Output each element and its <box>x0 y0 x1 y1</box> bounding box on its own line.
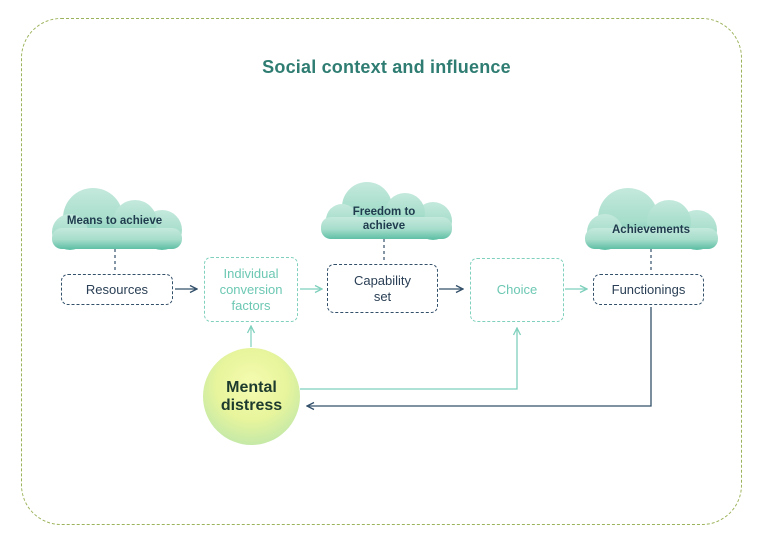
node-functionings: Functionings <box>593 274 704 305</box>
node-choice: Choice <box>470 258 564 322</box>
social-context-frame <box>21 18 742 525</box>
node-mental-distress: Mental distress <box>203 348 300 445</box>
mental-distress-label: Mental distress <box>220 378 283 414</box>
arrow-functionings-mental <box>307 307 652 406</box>
node-resources: Resources <box>61 274 173 305</box>
cloud-freedom-to-achieve <box>321 182 452 240</box>
node-conversion-factors: Individual conversion factors <box>204 257 298 322</box>
cloud-label-achievements: Achievements <box>612 224 690 236</box>
diagram-title: Social context and influence <box>262 57 511 77</box>
cloud-means-to-achieve <box>52 188 182 250</box>
cloud-achievements <box>585 188 718 250</box>
arrow-mental-choice <box>300 328 517 390</box>
cloud-label-means: Means to achieve <box>66 215 163 227</box>
cloud-label-freedom: Freedom to achieve <box>352 206 416 232</box>
node-capability-set: Capability set <box>327 264 438 313</box>
